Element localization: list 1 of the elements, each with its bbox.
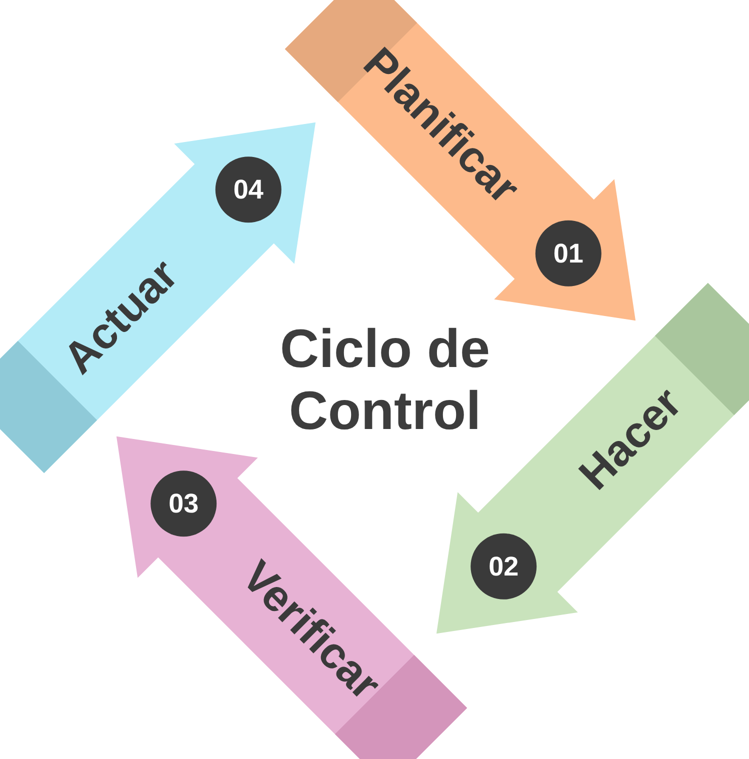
diagram-title: Ciclo de Control [278, 318, 492, 442]
